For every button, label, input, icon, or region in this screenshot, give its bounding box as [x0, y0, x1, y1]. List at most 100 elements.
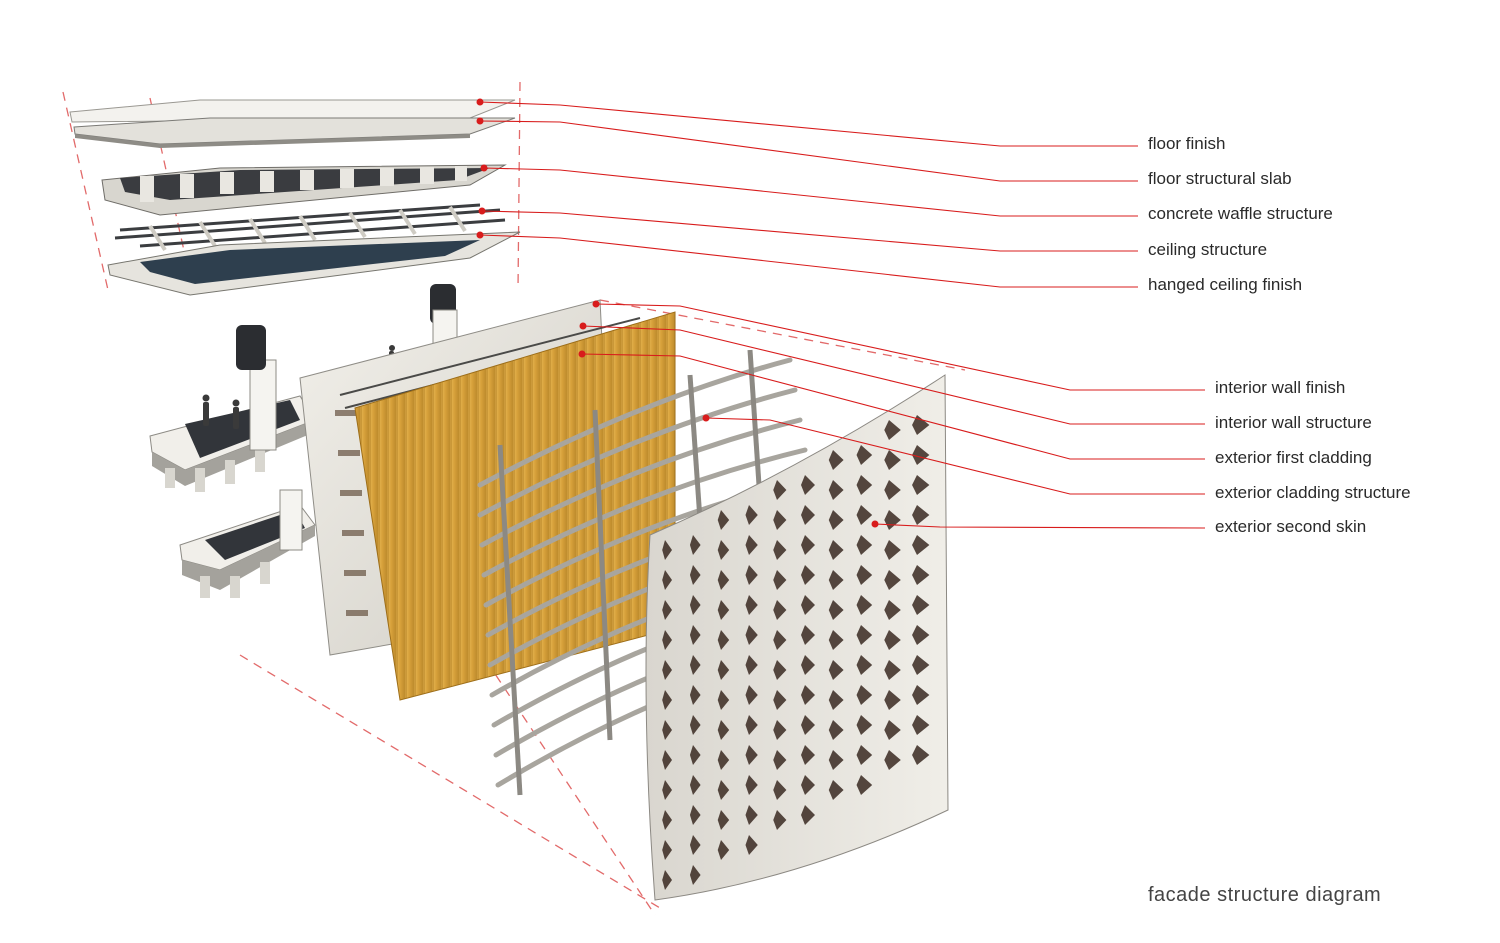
skin-opening: [773, 750, 787, 770]
skin-opening: [662, 660, 672, 680]
skin-opening: [801, 595, 815, 615]
skin-opening: [828, 750, 844, 770]
skin-opening: [801, 625, 815, 645]
skin-opening: [884, 420, 901, 440]
skin-opening: [745, 745, 758, 765]
skin-opening: [884, 450, 901, 470]
leader-dots: [476, 98, 879, 528]
skin-opening: [773, 660, 787, 680]
skin-opening: [689, 625, 701, 645]
skin-opening: [856, 745, 873, 765]
skin-opening: [745, 535, 758, 555]
skin-opening: [773, 510, 787, 530]
skin-opening: [773, 540, 787, 560]
skin-opening: [856, 625, 873, 645]
skin-opening: [773, 780, 787, 800]
skin-opening: [828, 630, 844, 650]
skin-opening: [773, 600, 787, 620]
leader-lines: [479, 101, 1206, 529]
skin-opening: [801, 475, 815, 495]
skin-opening: [662, 840, 672, 860]
skin-opening: [884, 690, 901, 710]
skin-opening: [745, 805, 758, 825]
skin-opening: [801, 655, 815, 675]
label-floor-finish: floor finish: [1148, 134, 1226, 153]
skin-opening: [745, 565, 758, 585]
skin-opening: [801, 505, 815, 525]
skin-opening: [856, 505, 873, 525]
skin-opening: [689, 865, 701, 885]
skin-opening: [745, 505, 758, 525]
skin-opening: [662, 720, 672, 740]
skin-opening: [912, 565, 930, 585]
skin-opening: [912, 505, 930, 525]
skin-opening: [856, 475, 873, 495]
skin-opening: [856, 715, 873, 735]
label-exterior-first-cladding: exterior first cladding: [1215, 448, 1372, 467]
skin-opening: [773, 690, 787, 710]
skin-opening: [662, 630, 672, 650]
skin-opening: [773, 480, 787, 500]
skin-opening: [717, 840, 730, 860]
skin-opening: [828, 450, 844, 470]
skin-opening: [801, 565, 815, 585]
skin-opening: [884, 480, 901, 500]
exterior-first-cladding-panel: [354, 311, 676, 701]
skin-opening: [912, 625, 930, 645]
skin-opening: [745, 625, 758, 645]
skin-opening: [689, 835, 701, 855]
skin-opening: [912, 475, 930, 495]
skin-opening: [912, 415, 930, 435]
skin-opening: [912, 655, 930, 675]
skin-opening: [828, 510, 844, 530]
skin-opening: [856, 445, 873, 465]
skin-opening: [717, 600, 730, 620]
skin-opening: [717, 690, 730, 710]
skin-opening: [745, 685, 758, 705]
label-interior-wall-structure: interior wall structure: [1215, 413, 1372, 432]
label-exterior-cladding-structure: exterior cladding structure: [1215, 483, 1411, 502]
skin-opening: [773, 570, 787, 590]
skin-opening: [884, 600, 901, 620]
label-interior-wall-finish: interior wall finish: [1215, 378, 1346, 397]
skin-opening: [801, 715, 815, 735]
skin-opening: [912, 445, 930, 465]
skin-opening: [689, 655, 701, 675]
skin-opening: [828, 660, 844, 680]
skin-opening: [801, 745, 815, 765]
skin-opening: [828, 540, 844, 560]
diagram-caption: facade structure diagram: [1148, 884, 1382, 906]
skin-opening: [689, 805, 701, 825]
skin-opening: [745, 595, 758, 615]
skin-opening: [828, 720, 844, 740]
skin-opening: [745, 655, 758, 675]
skin-opening: [717, 750, 730, 770]
skin-opening: [856, 535, 873, 555]
skin-opening: [717, 630, 730, 650]
skin-opening: [717, 510, 730, 530]
skin-opening: [884, 660, 901, 680]
skin-opening: [773, 720, 787, 740]
skin-opening: [662, 750, 672, 770]
skin-opening: [884, 750, 901, 770]
label-floor-structural-slab: floor structural slab: [1148, 169, 1292, 188]
skin-opening: [856, 595, 873, 615]
skin-opening: [662, 690, 672, 710]
hanged-ceiling-layer: [107, 231, 521, 296]
skin-opening: [884, 540, 901, 560]
skin-opening: [717, 540, 730, 560]
skin-opening: [773, 810, 787, 830]
skin-opening: [912, 715, 930, 735]
concrete-waffle-layer: [101, 164, 507, 216]
skin-opening: [912, 595, 930, 615]
label-hanged-ceiling-finish: hanged ceiling finish: [1148, 275, 1303, 294]
exterior-second-skin-panel: [645, 374, 949, 901]
skin-opening: [801, 535, 815, 555]
skin-opening: [801, 805, 815, 825]
label-ceiling-structure: ceiling structure: [1148, 240, 1268, 259]
skin-opening: [912, 535, 930, 555]
skin-opening: [717, 660, 730, 680]
skin-opening: [801, 685, 815, 705]
